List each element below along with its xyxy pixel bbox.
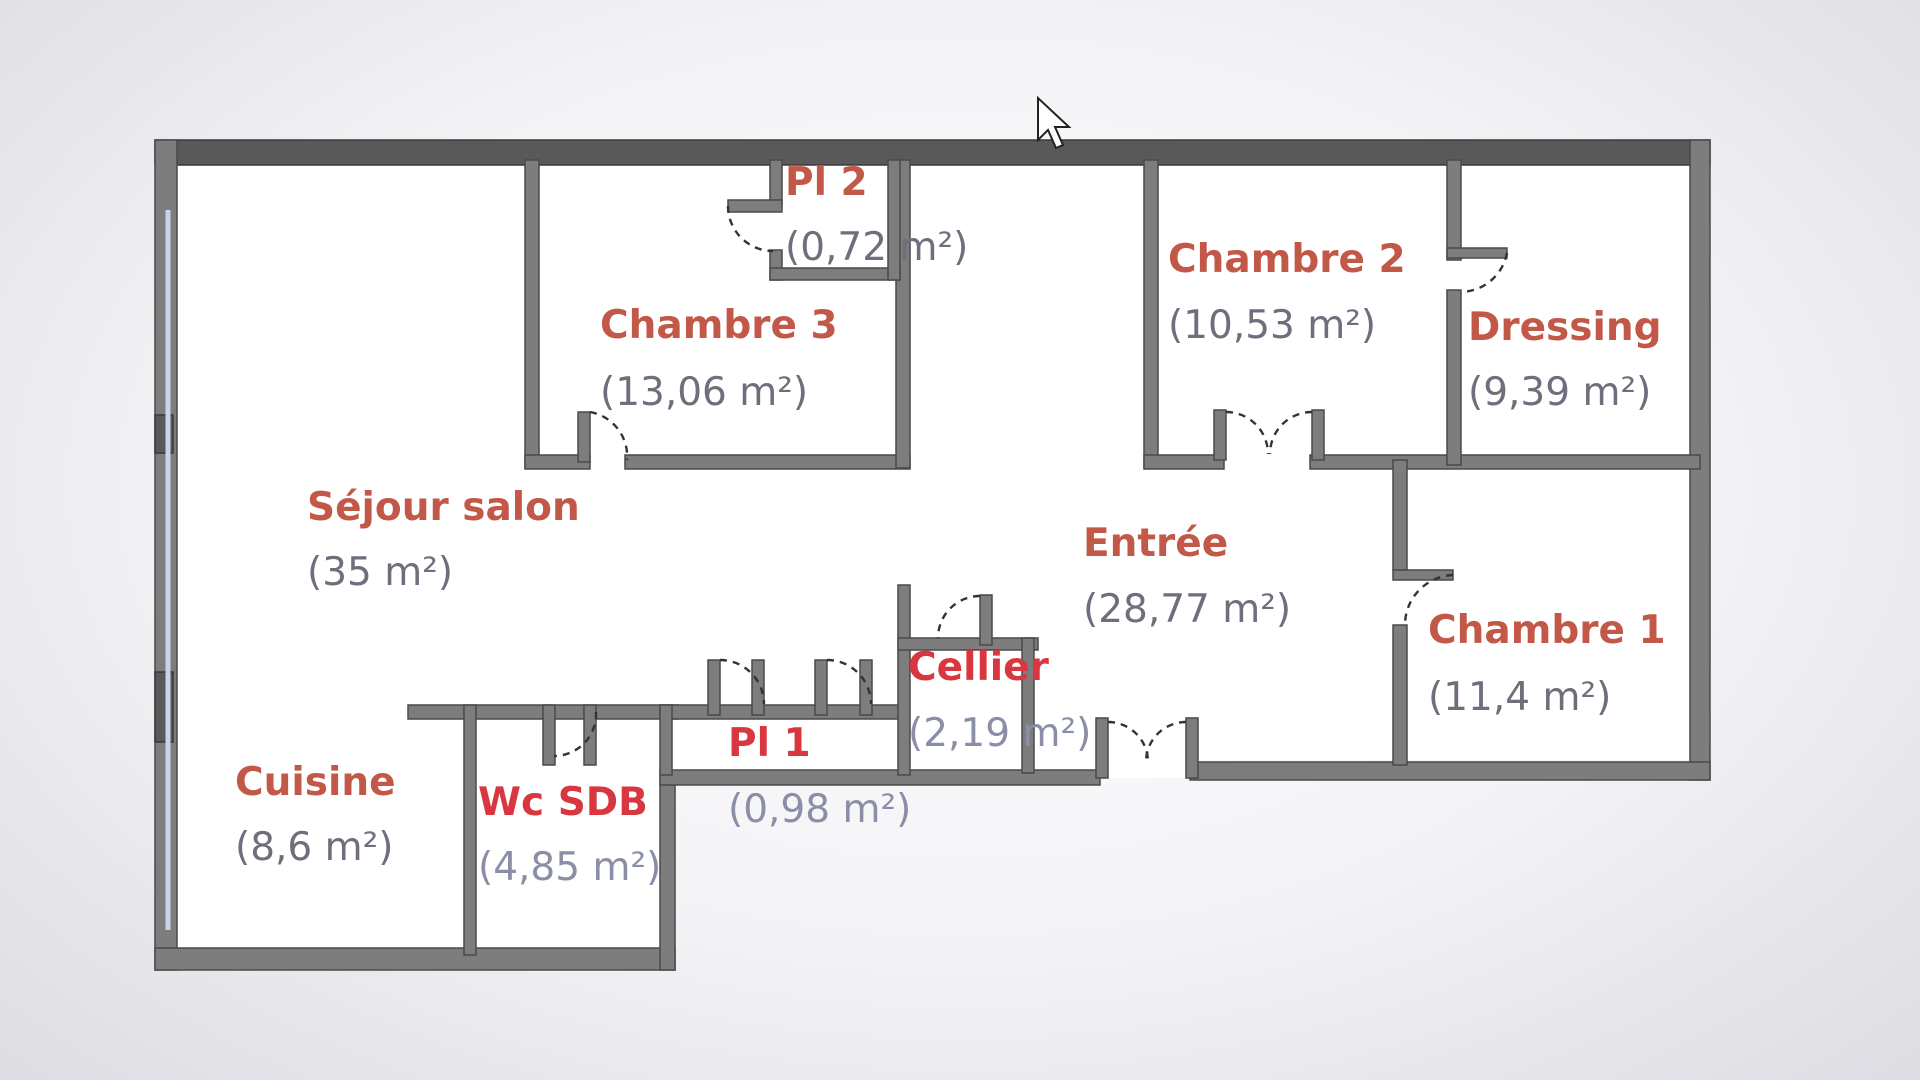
door-cellier	[936, 594, 981, 639]
door-chambre2-right	[1268, 410, 1313, 455]
room-name-chambre3: Chambre 3	[600, 303, 838, 348]
room-name-entree: Entrée	[1083, 521, 1228, 566]
wall-pl1-jamb-a	[707, 659, 721, 716]
room-area-chambre3: (13,06 m²)	[600, 370, 808, 415]
room-labels: Séjour salon (35 m²) Chambre 3 (13,06 m²…	[235, 160, 1666, 890]
wall-cellier-door-jamb	[979, 594, 993, 646]
room-name-cuisine: Cuisine	[235, 760, 396, 805]
wall-entree-door-jamb-r	[1185, 717, 1199, 779]
room-area-pl1: (0,98 m²)	[728, 787, 911, 832]
interior-walls	[407, 159, 1701, 956]
wall-chambre2-door-jamb-r	[1311, 409, 1325, 461]
wall-chambre1-left-a	[1392, 459, 1408, 571]
room-area-cuisine: (8,6 m²)	[235, 825, 393, 870]
wall-entree-door-jamb-l	[1095, 717, 1109, 779]
wall-dressing-left-b	[1446, 289, 1462, 466]
wall-chambre1-jamb	[1392, 569, 1454, 581]
wall-top	[154, 139, 1711, 166]
wall-bottom-step	[659, 777, 676, 971]
room-area-cellier: (2,19 m²)	[908, 711, 1091, 756]
room-name-chambre2: Chambre 2	[1168, 237, 1406, 282]
wall-wc-door-jamb-l	[542, 704, 556, 766]
wall-wc-door-jamb-r	[583, 704, 597, 766]
doors	[553, 205, 1509, 763]
room-name-pl1: Pl 1	[728, 721, 811, 766]
wall-chambre3-door-jamb	[577, 411, 591, 463]
room-area-chambre2: (10,53 m²)	[1168, 303, 1376, 348]
room-name-wc-sdb: Wc SDB	[478, 780, 648, 825]
wall-pl1-jamb-b	[751, 659, 765, 716]
room-area-wc-sdb: (4,85 m²)	[478, 845, 661, 890]
wall-cuisine-wc	[463, 704, 477, 956]
room-area-pl2: (0,72 m²)	[785, 225, 968, 270]
wall-chambre2-door-jamb-l	[1213, 409, 1227, 461]
wall-pl2-left	[769, 159, 783, 206]
wall-chambre2-bottom-b	[1309, 454, 1701, 470]
door-entree-right	[1144, 720, 1187, 763]
wall-chambre1-left-b	[1392, 624, 1408, 766]
wall-pl1-jamb-d	[859, 659, 873, 716]
room-name-sejour: Séjour salon	[307, 485, 580, 530]
wall-pl2-right	[887, 159, 901, 281]
wall-bottom-left	[154, 947, 676, 971]
room-name-chambre1: Chambre 1	[1428, 608, 1666, 653]
room-area-chambre1: (11,4 m²)	[1428, 675, 1611, 720]
wall-pl1-left	[659, 704, 673, 776]
wall-chambre2-left	[1143, 159, 1159, 469]
room-area-dressing: (9,39 m²)	[1468, 370, 1651, 415]
wall-cellier-top	[897, 637, 1039, 651]
wall-dressing-left-a	[1446, 159, 1462, 261]
room-name-dressing: Dressing	[1468, 305, 1662, 350]
wall-pl2-jamb	[727, 199, 783, 213]
room-area-entree: (28,77 m²)	[1083, 587, 1291, 632]
door-dressing	[1460, 252, 1509, 294]
wall-chambre3-bottom-b	[624, 454, 911, 470]
wall-chambre2-bottom-a	[1143, 454, 1225, 470]
wall-cellier-left	[897, 584, 911, 776]
wall-chambre3-left	[524, 159, 540, 469]
room-name-pl2: Pl 2	[785, 160, 868, 205]
room-name-cellier: Cellier	[908, 645, 1050, 690]
mouse-cursor-icon	[1037, 95, 1072, 150]
wall-dressing-jamb	[1446, 247, 1508, 259]
room-area-sejour: (35 m²)	[307, 550, 453, 595]
wall-bottom-right	[1189, 761, 1711, 781]
wall-cellier-right	[1021, 637, 1035, 774]
wall-pl1-jamb-c	[814, 659, 828, 716]
door-chambre2-left	[1225, 410, 1270, 455]
door-chambre1	[1403, 573, 1454, 626]
